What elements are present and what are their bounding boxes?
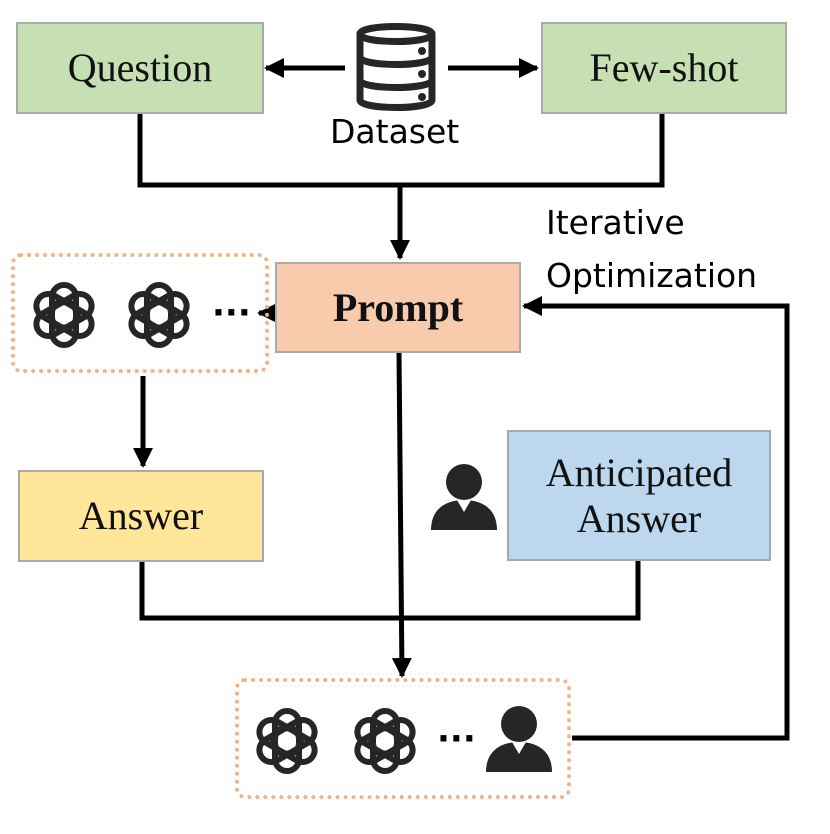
anticipated-answer-node: Anticipated Answer [507,430,771,561]
feedback-loop-line [522,296,790,741]
arrow-prompt-to-evaluators [391,351,412,678]
openai-logo-icon [256,708,318,774]
llm-group [11,253,269,373]
iterative-label-line2: Optimization [546,256,758,295]
ellipsis-evaluators: ··· [437,719,476,759]
answer-label: Answer [78,493,204,538]
database-icon [356,23,436,111]
question-node: Question [16,22,264,114]
openai-logo-icon [33,282,95,348]
anticipated-label-line1: Anticipated [545,449,733,495]
openai-logo-icon [354,708,416,774]
user-icon [431,464,497,530]
user-icon [486,706,552,772]
fewshot-label: Few-shot [589,45,739,90]
evaluator-group [235,678,571,799]
openai-logo-icon [128,282,190,348]
prompt-node: Prompt [275,262,521,353]
answer-node: Answer [18,470,264,562]
ellipsis-models: ··· [212,293,251,333]
prompt-label: Prompt [332,284,464,330]
iterative-label-line1: Iterative [546,203,685,242]
dataset-label: Dataset [330,112,460,151]
question-label: Question [67,45,213,90]
fewshot-node: Few-shot [541,22,787,114]
merge-line-bottom [139,561,641,621]
anticipated-label-line2: Answer [576,495,702,541]
